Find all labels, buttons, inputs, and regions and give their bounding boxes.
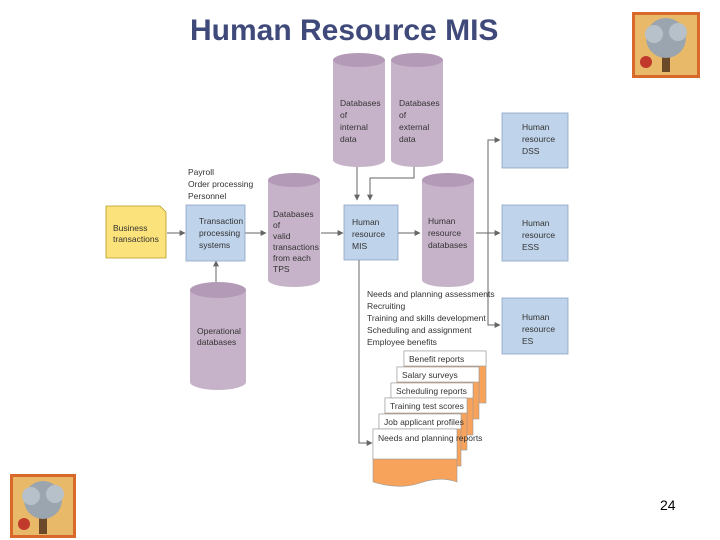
hr-databases-label: Human resource databases: [428, 216, 467, 250]
slide-title: Human Resource MIS: [190, 14, 499, 47]
report-stack: Benefit reports Salary surveys Schedulin…: [372, 350, 487, 487]
arrow-mis-to-reports: [358, 260, 373, 446]
hr-es-box: Human resource ES: [501, 297, 569, 355]
external-data-db-cylinder: Databases of external data: [391, 53, 443, 167]
valid-transactions-db-label: Databases of valid transactions from eac…: [273, 209, 321, 274]
hr-mis-box: Human resource MIS: [343, 204, 399, 261]
report-needs-and-planning: Needs and planning reports: [372, 428, 482, 487]
tree-logo-icon: [10, 474, 76, 538]
valid-transactions-db-cylinder: Databases of valid transactions from eac…: [268, 173, 321, 287]
tps-label: Transaction processing systems: [199, 216, 245, 250]
tps-inputs-label: Payroll Order processing Personnel: [188, 167, 256, 201]
business-transactions-document: Business transactions: [105, 205, 167, 259]
hr-databases-cylinder: Human resource databases: [422, 173, 474, 287]
hr-dss-box: Human resource DSS: [501, 112, 569, 169]
hr-ess-label: Human resource ESS: [522, 218, 557, 252]
internal-data-db-cylinder: Databases of internal data: [333, 53, 385, 167]
arrow-hr-db-to-dss: [487, 137, 501, 233]
business-transactions-label: Business transactions: [113, 223, 159, 244]
hr-outputs-list: Needs and planning assessments Recruitin…: [367, 289, 497, 347]
tree-logo-icon: [632, 12, 700, 78]
needs-planning-label: Needs and planning reports: [378, 433, 482, 443]
external-db-label: Databases of external data: [399, 98, 442, 144]
svg-text:Scheduling reports: Scheduling reports: [396, 386, 467, 396]
hr-dss-label: Human resource DSS: [522, 122, 557, 156]
hr-ess-box: Human resource ESS: [501, 204, 569, 262]
internal-db-label: Databases of internal data: [340, 98, 383, 144]
arrow-hr-db-to-es: [487, 233, 501, 328]
page-number: 24: [660, 497, 676, 513]
hr-es-label: Human resource ES: [522, 312, 557, 346]
svg-text:Benefit reports: Benefit reports: [409, 354, 464, 364]
arrow-external-db-to-mis: [367, 162, 415, 201]
svg-text:Salary surveys: Salary surveys: [402, 370, 458, 380]
hr-mis-label: Human resource MIS: [352, 217, 387, 251]
connectors: [167, 137, 501, 446]
svg-text:Job applicant profiles: Job applicant profiles: [384, 417, 464, 427]
svg-text:Training test scores: Training test scores: [390, 401, 464, 411]
transaction-processing-systems-box: Transaction processing systems: [185, 204, 246, 262]
